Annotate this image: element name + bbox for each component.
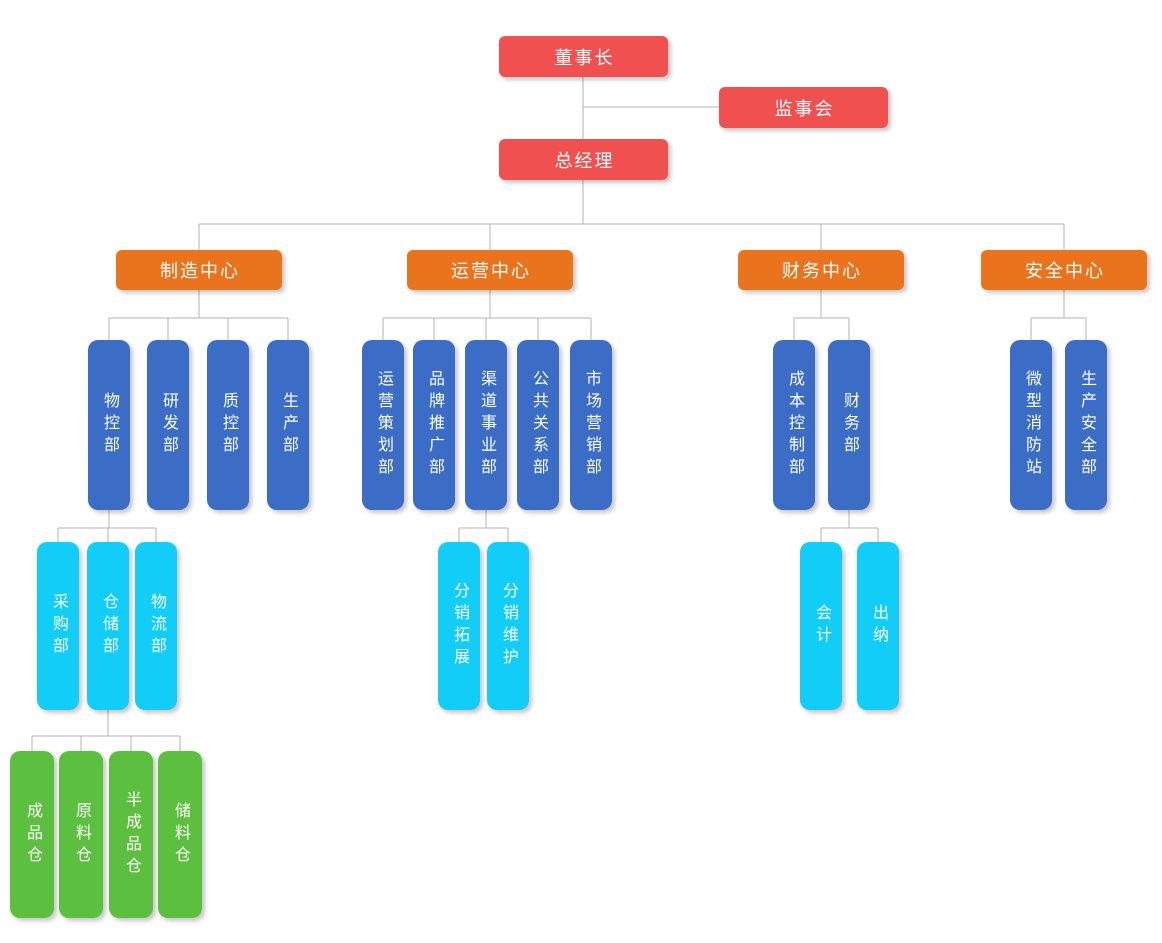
connector-channel-business-children xyxy=(458,510,509,542)
node-operations-center: 运营中心 xyxy=(407,250,573,290)
node-safety-center: 安全中心 xyxy=(981,250,1147,290)
node-finished-goods-warehouse: 成品仓 xyxy=(10,751,54,918)
connector-finance-dept-children xyxy=(820,510,879,542)
connector-manufacturing-children xyxy=(108,290,289,340)
node-general-manager: 总经理 xyxy=(499,139,668,180)
node-storage-warehouse: 储料仓 xyxy=(158,751,202,918)
node-brand-promotion-dept: 品牌推广部 xyxy=(413,340,455,510)
node-micro-fire-station: 微型消防站 xyxy=(1010,340,1052,510)
node-chairman: 董事长 xyxy=(499,36,668,77)
connector-material-control-children xyxy=(57,510,157,542)
node-cashier: 出纳 xyxy=(857,542,899,710)
node-production-dept: 生产部 xyxy=(267,340,309,510)
connector-finance-children xyxy=(793,290,850,340)
connector-gm-to-centers xyxy=(198,180,1065,250)
node-rnd-dept: 研发部 xyxy=(147,340,189,510)
node-distribution-expansion: 分销拓展 xyxy=(438,542,480,710)
node-warehousing-dept: 仓储部 xyxy=(87,542,129,710)
node-supervisory-board: 监事会 xyxy=(719,87,888,128)
node-manufacturing-center: 制造中心 xyxy=(116,250,282,290)
node-material-control-dept: 物控部 xyxy=(88,340,130,510)
node-operations-planning-dept: 运营策划部 xyxy=(362,340,404,510)
node-public-relations-dept: 公共关系部 xyxy=(517,340,559,510)
node-semi-finished-warehouse: 半成品仓 xyxy=(109,751,153,918)
node-cost-control-dept: 成本控制部 xyxy=(773,340,815,510)
connector-chairman-branch xyxy=(582,77,719,139)
node-quality-control-dept: 质控部 xyxy=(207,340,249,510)
node-logistics-dept: 物流部 xyxy=(135,542,177,710)
node-accounting: 会计 xyxy=(800,542,842,710)
node-marketing-dept: 市场营销部 xyxy=(570,340,612,510)
node-production-safety-dept: 生产安全部 xyxy=(1065,340,1107,510)
connector-safety-children xyxy=(1030,290,1087,340)
node-purchasing-dept: 采购部 xyxy=(37,542,79,710)
connector-warehousing-children xyxy=(31,710,181,751)
connector-operations-children xyxy=(382,290,592,340)
node-raw-material-warehouse: 原料仓 xyxy=(59,751,103,918)
node-finance-center: 财务中心 xyxy=(738,250,904,290)
node-finance-dept: 财务部 xyxy=(828,340,870,510)
node-distribution-maintenance: 分销维护 xyxy=(487,542,529,710)
node-channel-business-dept: 渠道事业部 xyxy=(465,340,507,510)
